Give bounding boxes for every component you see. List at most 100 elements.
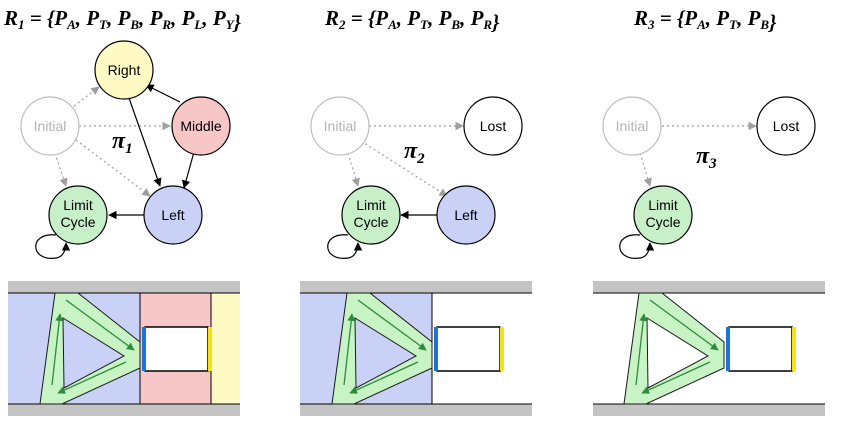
title-subscript: Y [226,17,235,32]
panel-2-edges [327,121,464,259]
title-subscript: R [482,17,492,32]
title-text: = { [655,6,686,30]
robot-body [728,326,793,372]
robot-front-marker [434,327,438,371]
title-item: P [406,6,420,30]
node-right [94,40,154,100]
wall-bottom [8,404,240,416]
wall-top [300,281,532,293]
panel-1-edges [35,84,195,259]
trajectory-arrow [343,313,356,386]
panel-2-policy: π2 [404,138,425,167]
node-limit-cycle [341,185,401,245]
title-item: P [85,6,99,30]
title-separator: , [459,6,471,30]
title-item: P [747,6,761,30]
title-item: P [53,6,67,30]
title-symbol: R [324,6,339,30]
policy-symbol: π [696,143,710,169]
edge-middle-left [181,151,195,189]
edge-limit-self [327,234,363,259]
title-separator: , [75,6,87,30]
title-subscript: A [66,17,76,32]
title-subscript: 1 [18,17,25,32]
title-item: P [438,6,452,30]
node-initial-label: Initial [324,118,357,134]
panel-1-title: R1 = {PA, PT, PB, PR, PL, PY} [3,6,242,34]
node-limit-cycle [48,185,108,245]
title-subscript: T [729,17,738,32]
edge-initial-right [73,86,100,107]
panel-1-policy: π1 [112,128,133,157]
policy-subscript: 1 [125,141,133,157]
node-right-label: Right [108,62,141,78]
title-subscript: B [450,17,460,32]
title-subscript: L [193,17,202,32]
robot-back-marker [792,327,796,371]
robot-back-marker [208,327,212,371]
edge-limit-self [619,234,655,259]
robot-body [436,326,501,372]
trajectory-arrow [57,361,127,394]
policy-symbol: π [404,138,418,164]
title-text: } [767,10,777,34]
trajectory-arrow [357,299,427,351]
panel-2-title: R2 = {PA, PT, PB, PR} [324,6,500,34]
title-text: = { [346,6,377,30]
title-item: P [212,6,226,30]
trajectory-arrow [349,361,419,394]
trajectory-arrow [641,361,711,394]
title-item: P [149,6,163,30]
wall-bottom [300,404,532,416]
node-initial-label: Initial [34,118,67,134]
node-middle [171,96,231,156]
title-symbol: R [633,6,648,30]
limit-cycle-path [623,292,725,405]
title-separator: , [170,6,182,30]
title-subscript: R [161,17,171,32]
panel-3-edges [619,121,757,259]
edge-right-left [128,97,162,187]
node-limit-label-1: Limit [356,197,386,213]
title-separator: , [427,6,439,30]
title-subscript: T [420,17,429,32]
panel-1: R1 = {PA, PT, PB, PR, PL, PY} Initial Ri… [3,6,242,416]
policy-subscript: 3 [708,156,717,172]
title-subscript: A [387,17,397,32]
wall-top [593,281,825,293]
node-left [143,185,203,245]
wall-top [8,281,240,293]
robot-front-marker [726,327,730,371]
policy-subscript: 2 [416,151,425,167]
title-symbol: R [3,6,18,30]
limit-cycle-path [39,292,141,405]
title-separator: , [705,6,717,30]
title-separator: , [106,6,118,30]
title-item: P [470,6,484,30]
node-initial [20,96,80,156]
trajectory-arrow [635,313,648,386]
wall-bottom [593,404,825,416]
node-left [436,185,496,245]
title-subscript: A [696,17,706,32]
title-item: P [117,6,131,30]
limit-cycle-path [331,292,433,405]
edge-limit-self [35,234,71,259]
title-subscript: B [759,17,769,32]
robot-front-marker [142,327,146,371]
title-text: = { [25,6,56,30]
edge-initial-limit [54,152,68,187]
title-subscript: 2 [338,17,346,32]
title-text: } [232,10,242,34]
trajectory-arrow [65,299,135,351]
edge-initial-left [75,139,151,197]
node-limit-cycle [633,185,693,245]
title-separator: , [736,6,748,30]
node-limit-label-2: Cycle [60,214,95,230]
title-text: } [490,10,500,34]
node-initial-label: Initial [616,118,649,134]
trajectory-arrow [649,299,719,351]
title-item: P [715,6,729,30]
node-initial [602,96,662,156]
